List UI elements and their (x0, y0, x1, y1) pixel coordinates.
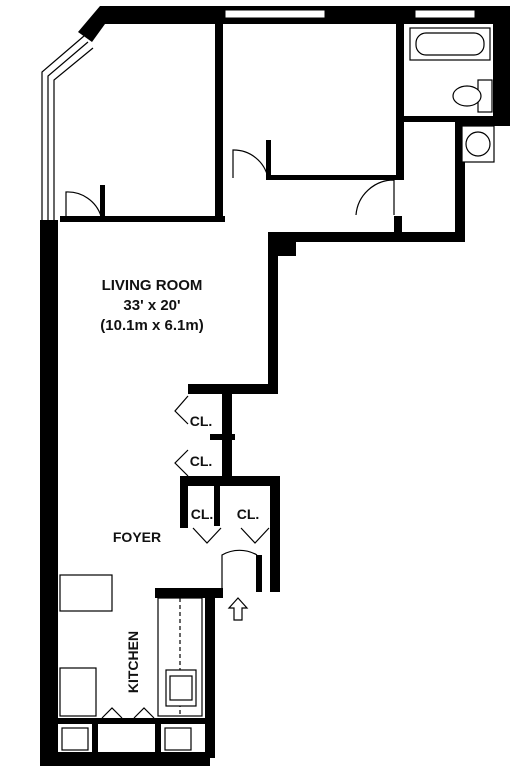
kitchen-fixtures (59, 574, 203, 751)
room-labels: LIVING ROOM 33' x 20' (10.1m x 6.1m) CL.… (100, 277, 259, 693)
closet-label-2: CL. (190, 453, 213, 469)
interior-walls (58, 20, 458, 758)
doors (65, 140, 395, 719)
living-room-size-imperial: 33' x 20' (123, 297, 180, 314)
refrigerator-icon (59, 574, 113, 612)
living-room-label: LIVING ROOM (102, 277, 203, 294)
closet-label-4: CL. (237, 506, 260, 522)
foyer-label: FOYER (113, 529, 161, 545)
closet-label-1: CL. (190, 413, 213, 429)
entry-arrow-icon (227, 597, 249, 621)
exterior-walls (40, 6, 510, 766)
stove-icon (59, 667, 97, 717)
living-room-size-metric: (10.1m x 6.1m) (100, 317, 203, 334)
kitchen-label: KITCHEN (125, 631, 141, 693)
windows (41, 9, 476, 220)
bathroom-fixtures (409, 27, 495, 163)
closet-label-3: CL. (191, 506, 214, 522)
